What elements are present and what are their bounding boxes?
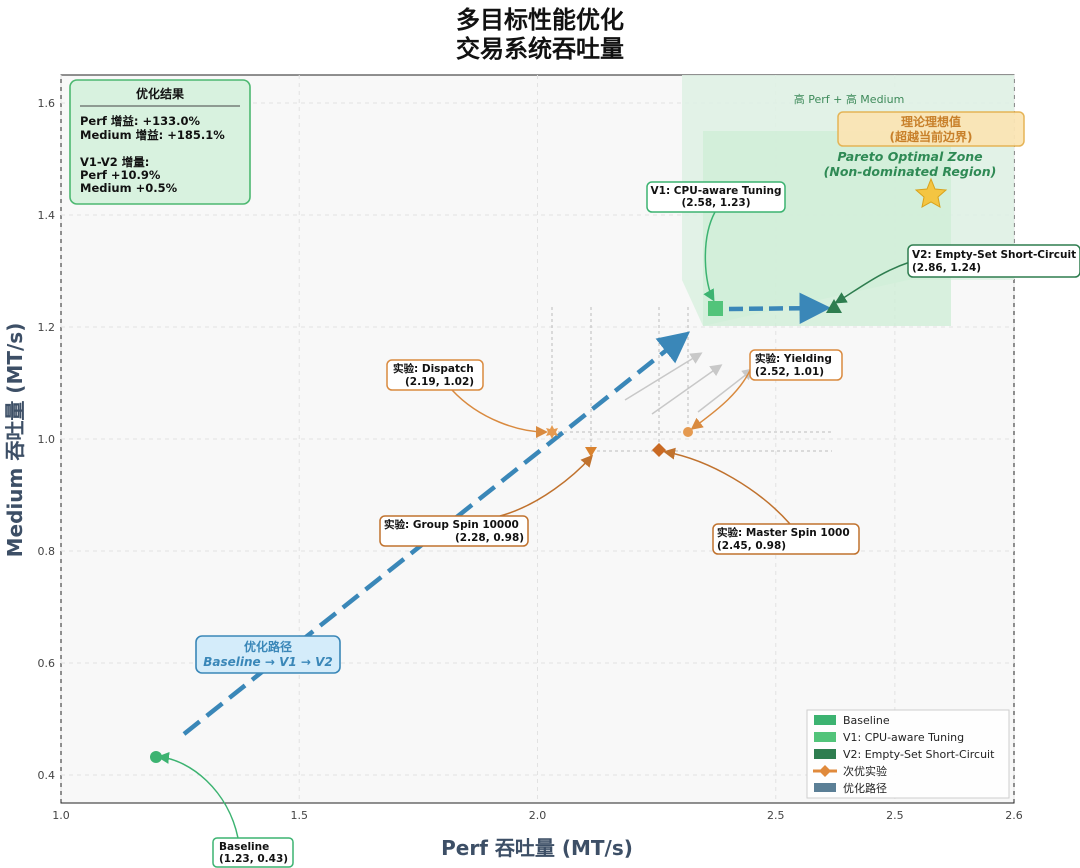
callout-master-spin [663, 447, 791, 525]
svg-text:V1: CPU-aware Tuning: V1: CPU-aware Tuning [843, 731, 964, 744]
svg-text:优化路径: 优化路径 [843, 781, 887, 795]
svg-text:(2.45, 0.98): (2.45, 0.98) [717, 540, 786, 552]
y-axis-label: Medium 吞吐量 (MT/s) [3, 323, 27, 558]
svg-text:(1.23, 0.43): (1.23, 0.43) [219, 853, 288, 865]
y-tick-label: 1.2 [38, 321, 56, 334]
chart-title-line2: 交易系统吞吐量 [456, 35, 624, 63]
label-master-spin: 实验: Master Spin 1000 (2.45, 0.98) [712, 523, 860, 555]
baseline-marker [150, 751, 162, 763]
master-spin-marker [652, 443, 666, 457]
label-v2: V2: Empty-Set Short-Circuit (2.86, 1.24) [907, 244, 1080, 278]
y-tick-label: 1.4 [38, 209, 56, 222]
x-tick-label: 1.5 [291, 809, 309, 822]
result-line-5: Perf +10.9% [80, 168, 161, 182]
svg-text:V1: CPU-aware Tuning: V1: CPU-aware Tuning [651, 185, 782, 197]
ideal-star-icon [914, 177, 948, 208]
y-tick-label: 1.6 [38, 97, 56, 110]
svg-text:(2.28, 0.98): (2.28, 0.98) [455, 532, 524, 544]
pareto-zone [703, 131, 951, 326]
label-group-spin: 实验: Group Spin 10000 (2.28, 0.98) [379, 515, 529, 547]
yielding-marker [683, 427, 693, 437]
callout-group-spin [499, 454, 593, 517]
pareto-label-line2: (Non-dominated Region) [824, 164, 997, 179]
x-tick-label: 2.6 [1005, 809, 1023, 822]
svg-text:实验: Yielding: 实验: Yielding [755, 352, 832, 365]
path-label-subtitle: Baseline → V1 → V2 [203, 655, 333, 669]
svg-text:实验: Group Spin 10000: 实验: Group Spin 10000 [384, 518, 519, 531]
callout-v1 [703, 211, 716, 302]
ideal-box [837, 111, 1025, 147]
svg-text:(2.58, 1.23): (2.58, 1.23) [681, 197, 750, 209]
chart-title-line1: 多目标性能优化 [456, 6, 624, 34]
group-spin-marker [585, 447, 597, 457]
y-tick-label: 0.8 [38, 545, 56, 558]
label-yielding: 实验: Yielding (2.52, 1.01) [749, 349, 843, 381]
svg-text:Baseline: Baseline [219, 841, 269, 853]
x-axis-ticks: 1.0 1.5 2.0 2.5 2.5 2.6 [52, 809, 1023, 822]
v1-marker [708, 301, 723, 316]
x-tick-label: 1.0 [52, 809, 70, 822]
pareto-label-line1: Pareto Optimal Zone [837, 149, 982, 164]
result-line-2: Medium 增益: +185.1% [80, 128, 225, 142]
svg-text:V2: Empty-Set Short-Circuit: V2: Empty-Set Short-Circuit [912, 249, 1076, 261]
callout-dispatch [451, 389, 548, 438]
svg-text:实验: Master Spin 1000: 实验: Master Spin 1000 [717, 526, 850, 539]
path-label-title: 优化路径 [244, 639, 292, 654]
result-line-4: V1-V2 增量: [80, 155, 149, 169]
dispatch-marker [546, 425, 558, 439]
x-tick-label: 2.0 [529, 809, 547, 822]
result-box [69, 79, 251, 205]
zone-top-label: 高 Perf + 高 Medium [794, 92, 905, 106]
ideal-title: 理论理想值 [901, 114, 961, 129]
label-baseline: Baseline (1.23, 0.43) [212, 837, 294, 868]
callout-yielding [690, 365, 753, 430]
x-tick-label: 2.5 [886, 809, 904, 822]
svg-text:(2.19, 1.02): (2.19, 1.02) [405, 376, 474, 388]
path-label-box [195, 635, 341, 674]
svg-text:V2: Empty-Set Short-Circuit: V2: Empty-Set Short-Circuit [843, 748, 995, 761]
v1-v2-path-arrow [728, 292, 831, 324]
y-tick-label: 0.4 [38, 769, 56, 782]
result-title: 优化结果 [136, 86, 184, 101]
x-axis-label: Perf 吞吐量 (MT/s) [441, 836, 633, 860]
svg-text:(2.86, 1.24): (2.86, 1.24) [912, 262, 981, 274]
y-tick-label: 0.6 [38, 657, 56, 670]
v2-marker [826, 299, 842, 313]
y-axis-ticks: 0.4 0.6 0.8 1.0 1.2 1.4 1.6 [38, 97, 56, 782]
label-dispatch: 实验: Dispatch (2.19, 1.02) [386, 359, 484, 391]
pareto-zone-wedge [682, 280, 908, 326]
callout-v2 [834, 261, 911, 304]
result-line-6: Medium +0.5% [80, 181, 178, 195]
callout-baseline [157, 751, 239, 839]
svg-text:Baseline: Baseline [843, 714, 890, 727]
ideal-subtitle: (超越当前边界) [890, 129, 973, 144]
result-line-1: Perf 增益: +133.0% [80, 114, 201, 128]
svg-text:次优实验: 次优实验 [843, 764, 887, 778]
label-v1: V1: CPU-aware Tuning (2.58, 1.23) [646, 181, 786, 213]
legend: Baseline V1: CPU-aware Tuning V2: Empty-… [806, 709, 1010, 799]
x-tick-label: 2.5 [767, 809, 785, 822]
svg-text:实验: Dispatch: 实验: Dispatch [393, 362, 474, 375]
y-tick-label: 1.0 [38, 433, 56, 446]
svg-text:(2.52, 1.01): (2.52, 1.01) [755, 366, 824, 378]
